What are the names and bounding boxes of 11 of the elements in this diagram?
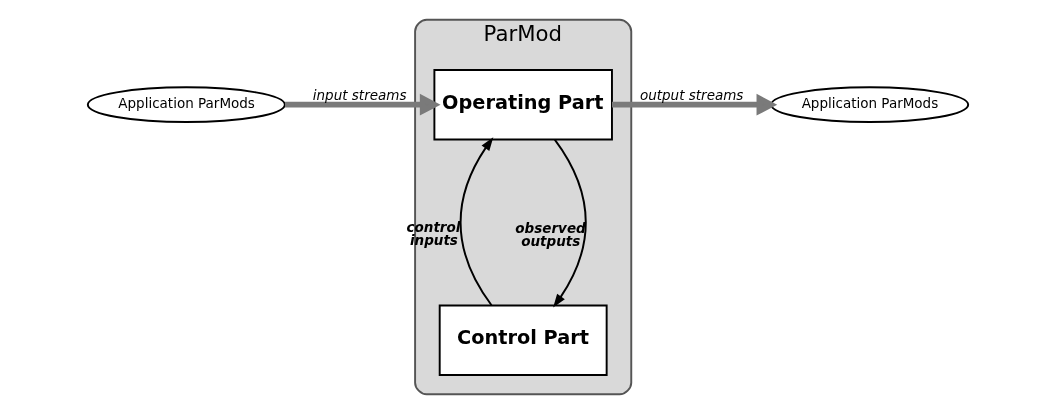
node-ellipse: Application ParMods — [769, 86, 969, 124]
arrow — [284, 93, 441, 116]
edge-label: input streams — [312, 87, 406, 104]
node-box: Control Part — [438, 304, 608, 376]
arrow — [459, 137, 493, 307]
node-ellipse: Application ParMods — [86, 86, 286, 124]
edge-label: output streams — [639, 87, 743, 104]
edge-label: observed outputs — [514, 219, 586, 250]
arrow — [611, 93, 777, 116]
node-box: Operating Part — [432, 69, 613, 141]
arrow — [552, 138, 587, 308]
